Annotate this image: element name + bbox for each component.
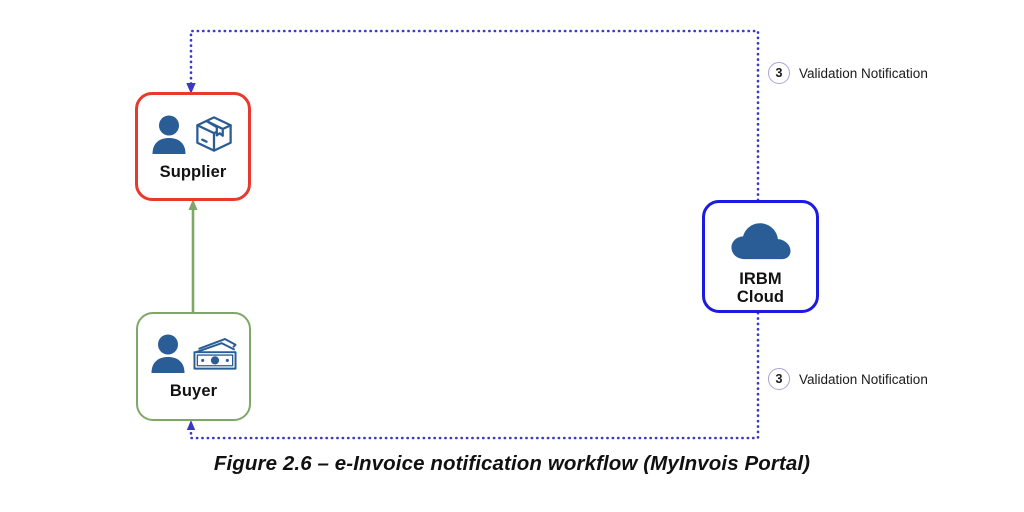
- annotation-label: Validation Notification: [799, 371, 928, 387]
- step-badge-3: 3: [768, 368, 790, 390]
- node-supplier[interactable]: Supplier: [135, 92, 251, 201]
- edge-irbm-to-buyer: [186, 311, 760, 440]
- irbm-icon-group: [730, 221, 792, 261]
- irbm-label-line1: IRBM: [739, 270, 782, 288]
- node-buyer[interactable]: Buyer: [136, 312, 251, 421]
- irbm-cloud-label: IRBM Cloud: [737, 270, 784, 307]
- buyer-label: Buyer: [169, 382, 218, 400]
- edge-irbm-to-supplier: [186, 29, 760, 202]
- package-box-icon: [196, 116, 232, 152]
- cloud-icon: [730, 223, 791, 260]
- banknote-cash-icon: [192, 338, 237, 370]
- node-irbm-cloud[interactable]: IRBM Cloud: [702, 200, 819, 313]
- figure-caption: Figure 2.6 – e-Invoice notification work…: [213, 452, 811, 475]
- edge-buyer-to-supplier: [188, 199, 198, 312]
- supplier-label: Supplier: [159, 163, 227, 181]
- annotation-validation-notification-supplier: 3 Validation Notification: [768, 62, 928, 84]
- step-badge-3: 3: [768, 62, 790, 84]
- person-icon: [151, 334, 184, 373]
- annotation-label: Validation Notification: [799, 65, 928, 81]
- buyer-icon-group: [150, 332, 238, 374]
- supplier-icon-group: [151, 113, 235, 155]
- annotation-validation-notification-buyer: 3 Validation Notification: [768, 368, 928, 390]
- person-icon: [152, 115, 186, 154]
- irbm-label-line2: Cloud: [736, 288, 785, 307]
